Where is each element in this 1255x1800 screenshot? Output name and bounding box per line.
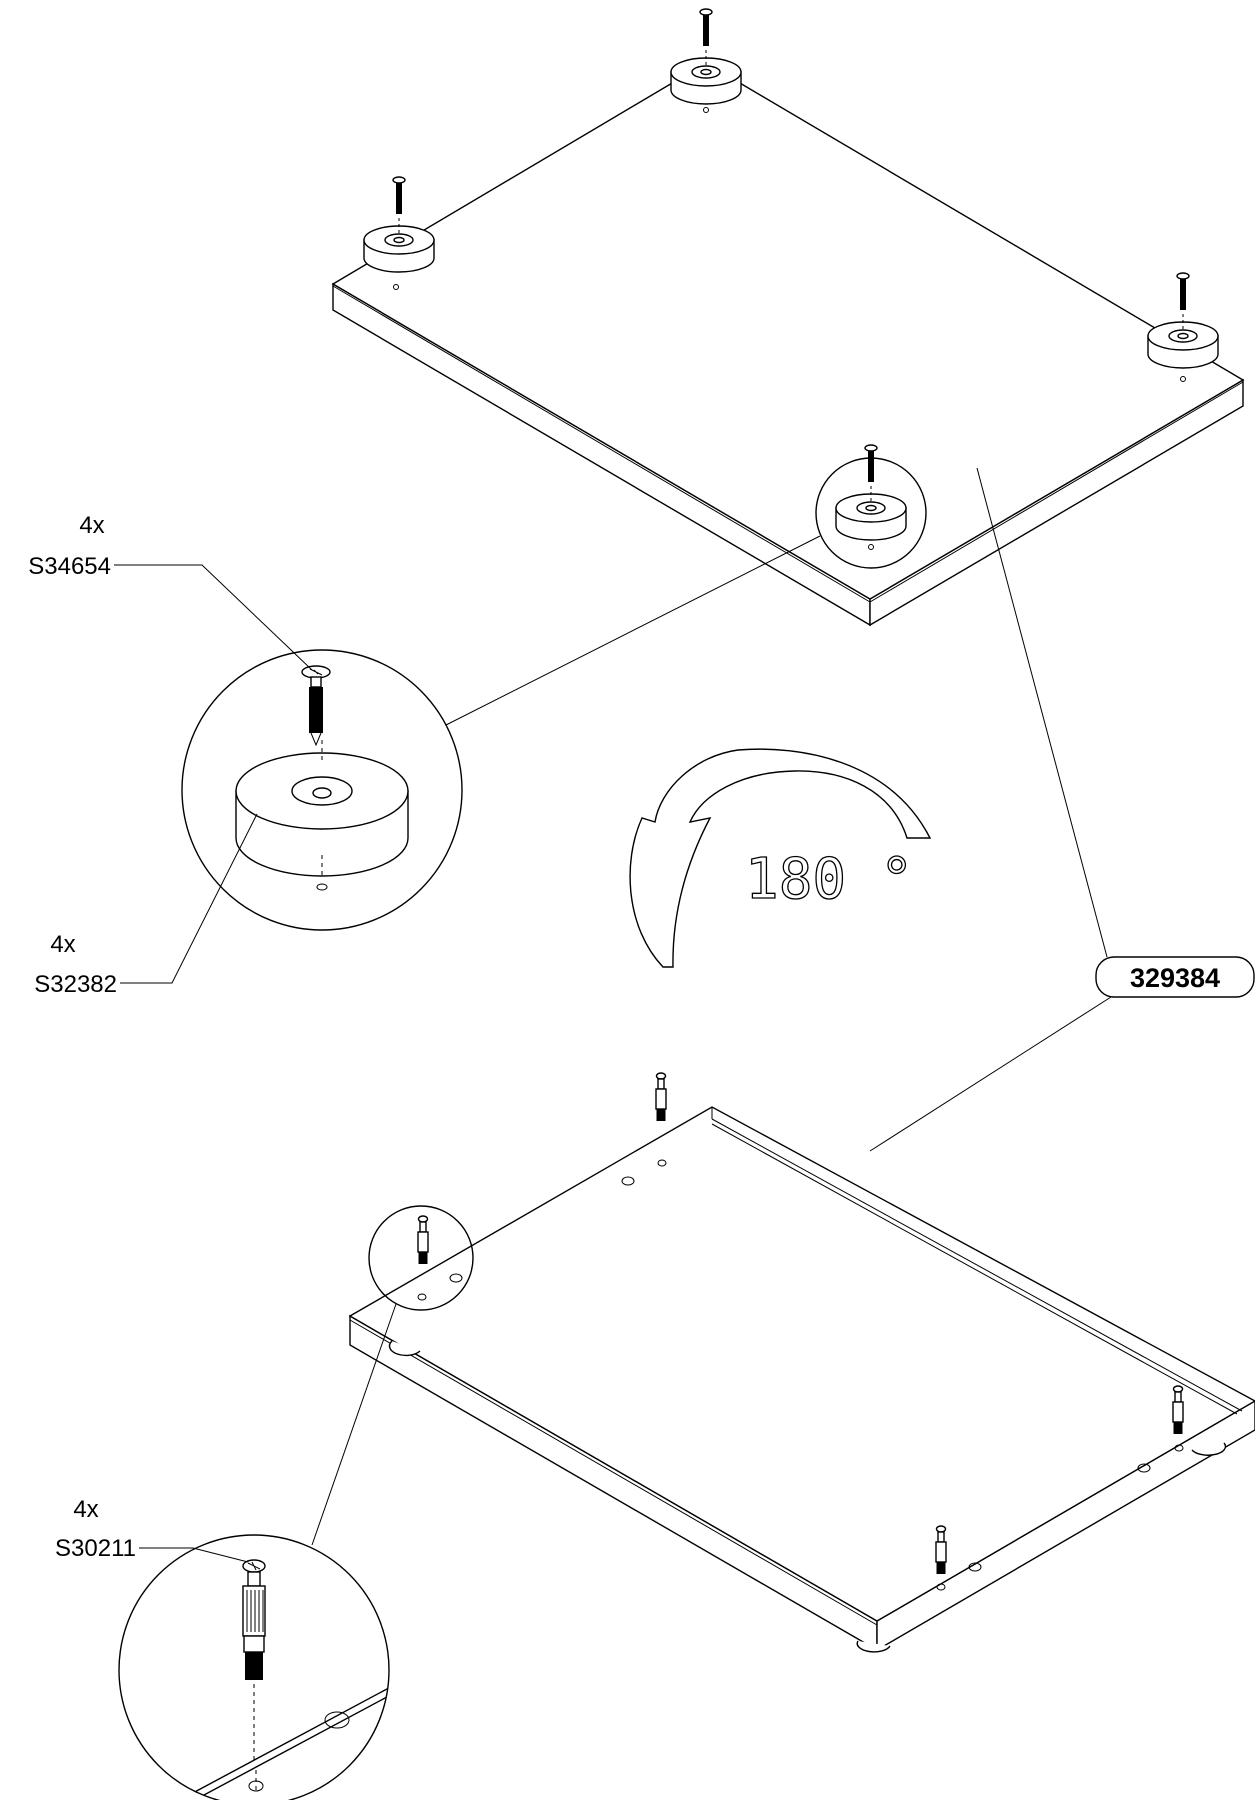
foot-part-code: S32382 [34, 971, 117, 998]
rotate-arrow-icon [629, 748, 932, 968]
dowel-part-code: S30211 [55, 1535, 136, 1562]
screw-callout: 4x S34654 [28, 512, 313, 671]
dowel-detail [118, 1303, 397, 1800]
dowel-detail-icon [242, 1559, 266, 1762]
dowel-quantity: 4x [73, 1496, 98, 1523]
screw-detail-icon [301, 665, 331, 747]
screw-quantity: 4x [79, 512, 104, 539]
foot-detail [181, 535, 821, 931]
panel-part-number: 329384 [1130, 963, 1220, 993]
detail-marker-circle [368, 1205, 474, 1311]
foot-quantity: 4x [50, 931, 75, 958]
detail-marker-circle [815, 457, 927, 569]
dowel-callout: 4x S30211 [55, 1496, 249, 1563]
panel-part-label: 329384 [869, 467, 1255, 1152]
foot-callout: 4x S32382 [34, 813, 258, 998]
screw-part-code: S34654 [28, 553, 111, 580]
rotation-angle: 180 ° [745, 847, 914, 912]
top-panel [331, 8, 1245, 627]
bottom-panel [348, 1072, 1255, 1653]
